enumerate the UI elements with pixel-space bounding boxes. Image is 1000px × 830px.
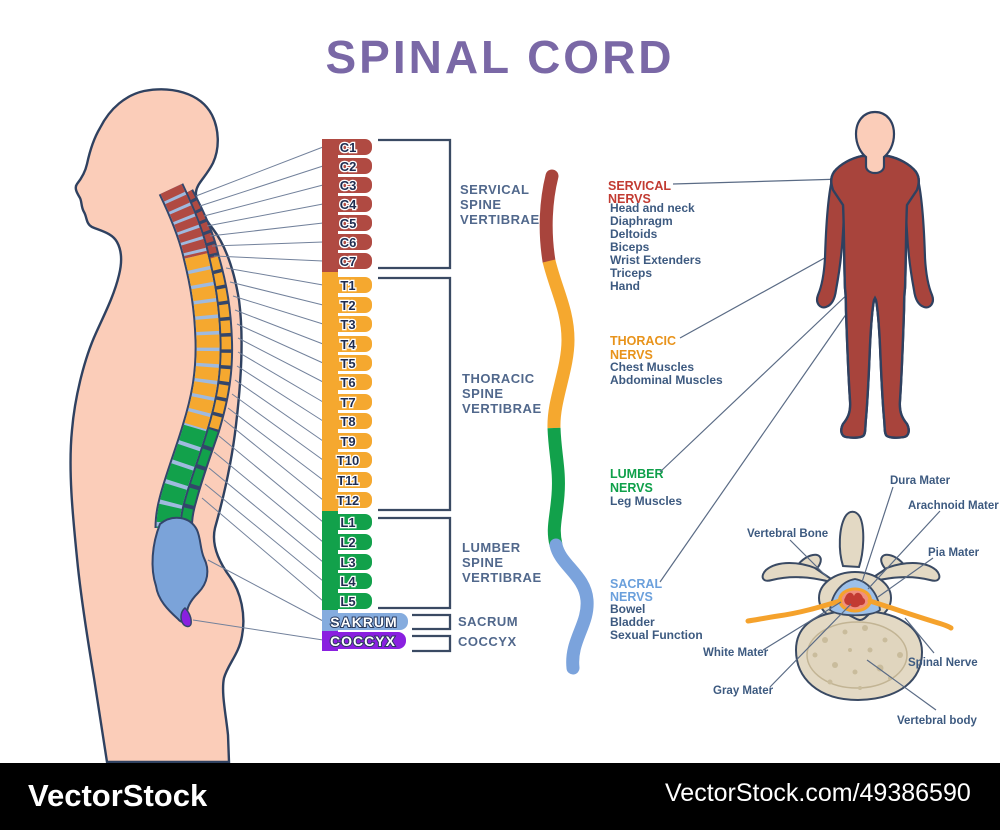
label-arachnoid-mater: Arachnoid Mater [908, 500, 999, 512]
tag-t1: T1 [340, 278, 355, 293]
sacral-nervs-heading-2: NERVS [610, 590, 653, 604]
tag-l3: L3 [340, 555, 355, 570]
tag-t11: T11 [337, 473, 359, 488]
cross-section-labels: Dura Mater Arachnoid Mater Pia Mater Ver… [703, 475, 999, 727]
tag-t12: T12 [337, 493, 359, 508]
lumber-item: Leg Muscles [610, 494, 682, 508]
section-labels: SERVICAL SPINE VERTIBRAE THORACIC SPINE … [458, 182, 542, 649]
tag-t3: T3 [340, 317, 355, 332]
label-pia-mater: Pia Mater [928, 547, 980, 559]
servical-nervs-heading-2: NERVS [608, 192, 651, 206]
sacrum-bone [151, 516, 209, 623]
watermark-logo: VectorStock [28, 778, 208, 813]
sacral-item: Bowel [610, 602, 645, 616]
tag-c2: C2 [340, 159, 357, 174]
thoracic-nervs-heading-1: THORACIC [610, 334, 676, 348]
tag-t9: T9 [340, 434, 355, 449]
tag-t6: T6 [340, 375, 355, 390]
label-vertebral-bone: Vertebral Bone [747, 528, 828, 540]
sacral-item: Sexual Function [610, 628, 703, 642]
watermark-url: VectorStock.com/49386590 [665, 779, 971, 807]
cross-section-leader-lines [762, 486, 941, 711]
servical-item: Deltoids [610, 227, 658, 241]
servical-nervs-heading-1: SERVICAL [608, 179, 671, 193]
coccyx-bone [180, 607, 192, 628]
spine-illustration [151, 183, 234, 628]
thoracic-item: Chest Muscles [610, 360, 694, 374]
tag-t7: T7 [340, 395, 355, 410]
vertebra-tags: C1 C2 C3 C4 C5 C6 C7 T1 T2 T3 T4 T5 T6 T… [322, 139, 408, 651]
label-sacrum: SACRUM [458, 614, 518, 629]
servical-item: Head and neck [610, 201, 695, 215]
tag-c7: C7 [340, 254, 357, 269]
label-thoracic-2: SPINE [462, 386, 504, 401]
tag-c6: C6 [340, 235, 357, 250]
servical-item: Diaphragm [610, 214, 673, 228]
label-gray-mater: Gray Mater [713, 685, 774, 697]
tag-c5: C5 [340, 216, 357, 231]
label-spinal-nerve: Spinal Nerve [908, 657, 978, 669]
section-brackets [378, 138, 452, 653]
label-coccyx: COCCYX [458, 634, 517, 649]
label-lumbar-1: LUMBER [462, 540, 521, 555]
label-cervical-2: SPINE [460, 197, 502, 212]
sacral-nervs-heading-1: SACRAL [610, 577, 662, 591]
servical-item: Wrist Extenders [610, 253, 701, 267]
label-white-mater: White Mater [703, 647, 769, 659]
tag-l5: L5 [340, 594, 355, 609]
spinal-cord-curve [539, 169, 594, 675]
label-cervical-3: VERTIBRAE [460, 212, 540, 227]
label-dura-mater: Dura Mater [890, 475, 951, 487]
tag-t4: T4 [340, 337, 356, 352]
label-lumbar-3: VERTIBRAE [462, 570, 542, 585]
servical-item: Hand [610, 279, 640, 293]
tag-sakrum: SAKRUM [330, 614, 397, 630]
lumber-nervs-heading-2: NERVS [610, 481, 653, 495]
bone-speckles [812, 625, 903, 690]
nerve-groups: SERVICAL NERVS Head and neck Diaphragm D… [608, 179, 723, 642]
page-title: SPINAL CORD [325, 31, 674, 83]
tag-t5: T5 [340, 356, 355, 371]
vertebra-tag-labels: C1 C2 C3 C4 C5 C6 C7 T1 T2 T3 T4 T5 T6 T… [329, 139, 398, 650]
tag-l2: L2 [340, 535, 355, 550]
watermark-bar: VectorStock VectorStock.com/49386590 [0, 763, 1000, 830]
tag-l1: L1 [340, 515, 355, 530]
vertebra-connector-lines [192, 146, 324, 641]
thoracic-item: Abdominal Muscles [610, 373, 723, 387]
vertebra-cross-section: Dura Mater Arachnoid Mater Pia Mater Ver… [703, 475, 999, 727]
body-front-figure [816, 110, 934, 439]
spinous-process [838, 510, 865, 569]
left-transverse-process [761, 562, 841, 586]
tag-t2: T2 [340, 298, 355, 313]
label-cervical-1: SERVICAL [460, 182, 530, 197]
tag-t8: T8 [340, 414, 355, 429]
label-vertebral-body: Vertebral body [897, 715, 977, 727]
tag-t10: T10 [337, 453, 359, 468]
lumber-nervs-heading-1: LUMBER [610, 467, 663, 481]
label-thoracic-1: THORACIC [462, 371, 535, 386]
tag-c3: C3 [340, 178, 357, 193]
tag-c4: C4 [340, 197, 357, 212]
tag-coccyx: COCCYX [330, 633, 396, 649]
label-thoracic-3: VERTIBRAE [462, 401, 542, 416]
gray-matter [844, 592, 866, 608]
label-lumbar-2: SPINE [462, 555, 504, 570]
tag-l4: L4 [340, 574, 356, 589]
figure-head [854, 110, 896, 175]
thoracic-nervs-heading-2: NERVS [610, 348, 653, 362]
tag-c1: C1 [340, 140, 357, 155]
servical-item: Biceps [610, 240, 650, 254]
servical-item: Triceps [610, 266, 652, 280]
sacral-item: Bladder [610, 615, 655, 629]
spinal-nerve-roots [745, 598, 954, 631]
